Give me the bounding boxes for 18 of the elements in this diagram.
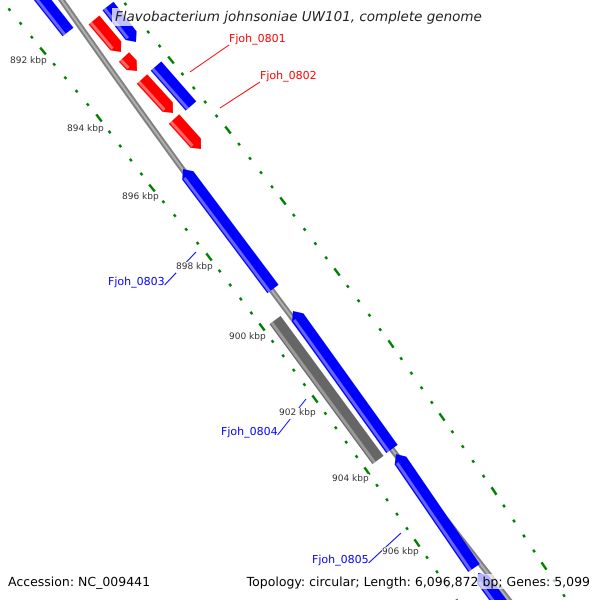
- leader-line: [368, 532, 402, 564]
- accession-text: Accession: NC_009441: [8, 574, 150, 589]
- position-label: 894 kbp: [67, 124, 104, 135]
- leader-line: [190, 44, 230, 72]
- position-label: 892 kbp: [10, 56, 47, 67]
- gene-label: Fjoh_0804: [221, 425, 278, 438]
- position-label: 906 kbp: [382, 547, 419, 558]
- position-label: 898 kbp: [176, 262, 213, 273]
- gene-label: Fjoh_0805: [312, 553, 369, 566]
- position-label: 902 kbp: [279, 408, 316, 419]
- position-label: 900 kbp: [229, 332, 266, 343]
- leader-line: [220, 82, 260, 108]
- summary-text: Topology: circular; Length: 6,096,872 bp; Genes: 5,099: [246, 574, 590, 589]
- position-label: 904 kbp: [332, 474, 369, 485]
- gene-label: Fjoh_0801: [229, 32, 286, 45]
- gene-label: Fjoh_0802: [260, 69, 317, 82]
- gene-label: Fjoh_0803: [108, 275, 165, 288]
- position-label: 896 kbp: [122, 192, 159, 203]
